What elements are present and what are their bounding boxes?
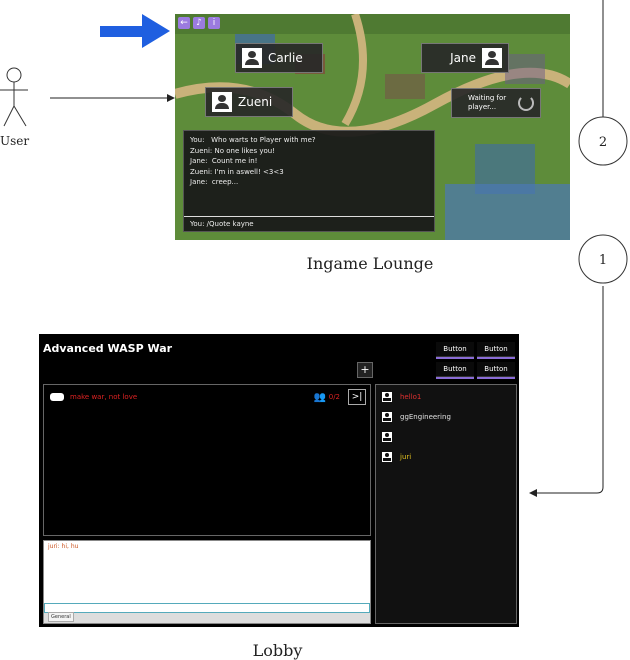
lobby-button-4[interactable]: Button (477, 362, 515, 379)
player-list-name: juri (400, 453, 412, 461)
chat-line: Zueni: I'm in aswell! <3<3 (190, 167, 284, 176)
lobby-screenshot: Advanced WASP War Button Button Button B… (39, 334, 519, 627)
ingame-chat: You: Who warts to Player with me? Zueni: … (183, 130, 435, 232)
lobby-button-3[interactable]: Button (436, 362, 474, 379)
stick-figure-icon (0, 67, 28, 127)
back-icon[interactable]: ← (178, 17, 190, 29)
player-name: Zueni (238, 95, 273, 109)
chat-line: Jane: creep... (190, 178, 239, 186)
player-card-carlie: Carlie (235, 43, 323, 73)
lobby-button-2[interactable]: Button (477, 342, 515, 359)
step1-connector (529, 286, 604, 497)
player-list: hello1 ggEngineering juri (375, 384, 517, 624)
avatar-icon (482, 48, 502, 68)
avatar-icon (382, 452, 392, 462)
step2-number: 2 (599, 135, 607, 150)
waiting-text: Waiting for player... (468, 94, 507, 111)
player-list-item[interactable]: hello1 (382, 391, 421, 403)
player-name: Jane (450, 51, 476, 65)
loading-spinner-icon (518, 95, 534, 111)
game-list: make war, not love 👥 0/2 >| (43, 384, 371, 536)
step1-circle (578, 234, 628, 284)
join-game-icon[interactable]: >| (348, 389, 366, 405)
chat-lines: You: Who warts to Player with me? Zueni: … (184, 131, 434, 192)
step2-circle (578, 116, 628, 166)
ingame-lounge-screenshot: ← ♪ i Carlie Jane Zueni Waiting for play… (175, 14, 570, 240)
info-icon[interactable]: i (208, 17, 220, 29)
avatar-icon (382, 432, 392, 442)
player-count: 0/2 (328, 393, 340, 401)
player-list-item[interactable]: juri (382, 451, 411, 463)
add-game-button[interactable]: + (357, 362, 373, 378)
avatar-icon (382, 412, 392, 422)
avatar-icon (242, 48, 262, 68)
gamepad-icon (50, 393, 64, 401)
game-row[interactable]: make war, not love 👥 0/2 >| (50, 389, 366, 405)
player-list-item[interactable] (382, 431, 400, 443)
lobby-button-1[interactable]: Button (436, 342, 474, 359)
game-name: make war, not love (70, 393, 138, 401)
waiting-card: Waiting for player... (451, 88, 541, 118)
chat-line: You: Who warts to Player with me? (190, 136, 316, 144)
chat-line: Jane: Count me in! (190, 157, 258, 165)
highlight-arrow-icon (100, 14, 170, 48)
player-card-zueni: Zueni (205, 87, 293, 117)
step1-number: 1 (599, 253, 607, 268)
player-list-item[interactable]: ggEngineering (382, 411, 451, 423)
lobby-chat-input[interactable] (44, 603, 370, 613)
avatar-icon (382, 392, 392, 402)
chat-line: Zueni: No one likes you! (190, 146, 276, 155)
user-actor (0, 66, 30, 156)
general-tab[interactable]: General (48, 612, 74, 622)
chat-tab-bar (44, 613, 370, 623)
player-card-jane: Jane (421, 43, 509, 73)
user-label: User (0, 134, 30, 148)
player-list-name: hello1 (400, 393, 422, 401)
lobby-caption: Lobby (252, 641, 303, 660)
avatar-icon (212, 92, 232, 112)
music-icon[interactable]: ♪ (193, 17, 205, 29)
player-name: Carlie (268, 51, 303, 65)
lobby-title: Advanced WASP War (43, 342, 173, 355)
lobby-chat: juri: hi, hu General (43, 540, 371, 624)
chat-message: juri: hi, hu (48, 543, 79, 550)
people-icon: 👥 (313, 391, 326, 403)
chat-input[interactable]: You: /Quote kayne (184, 216, 434, 231)
player-list-name: ggEngineering (400, 413, 451, 421)
ingame-caption: Ingame Lounge (306, 254, 434, 273)
